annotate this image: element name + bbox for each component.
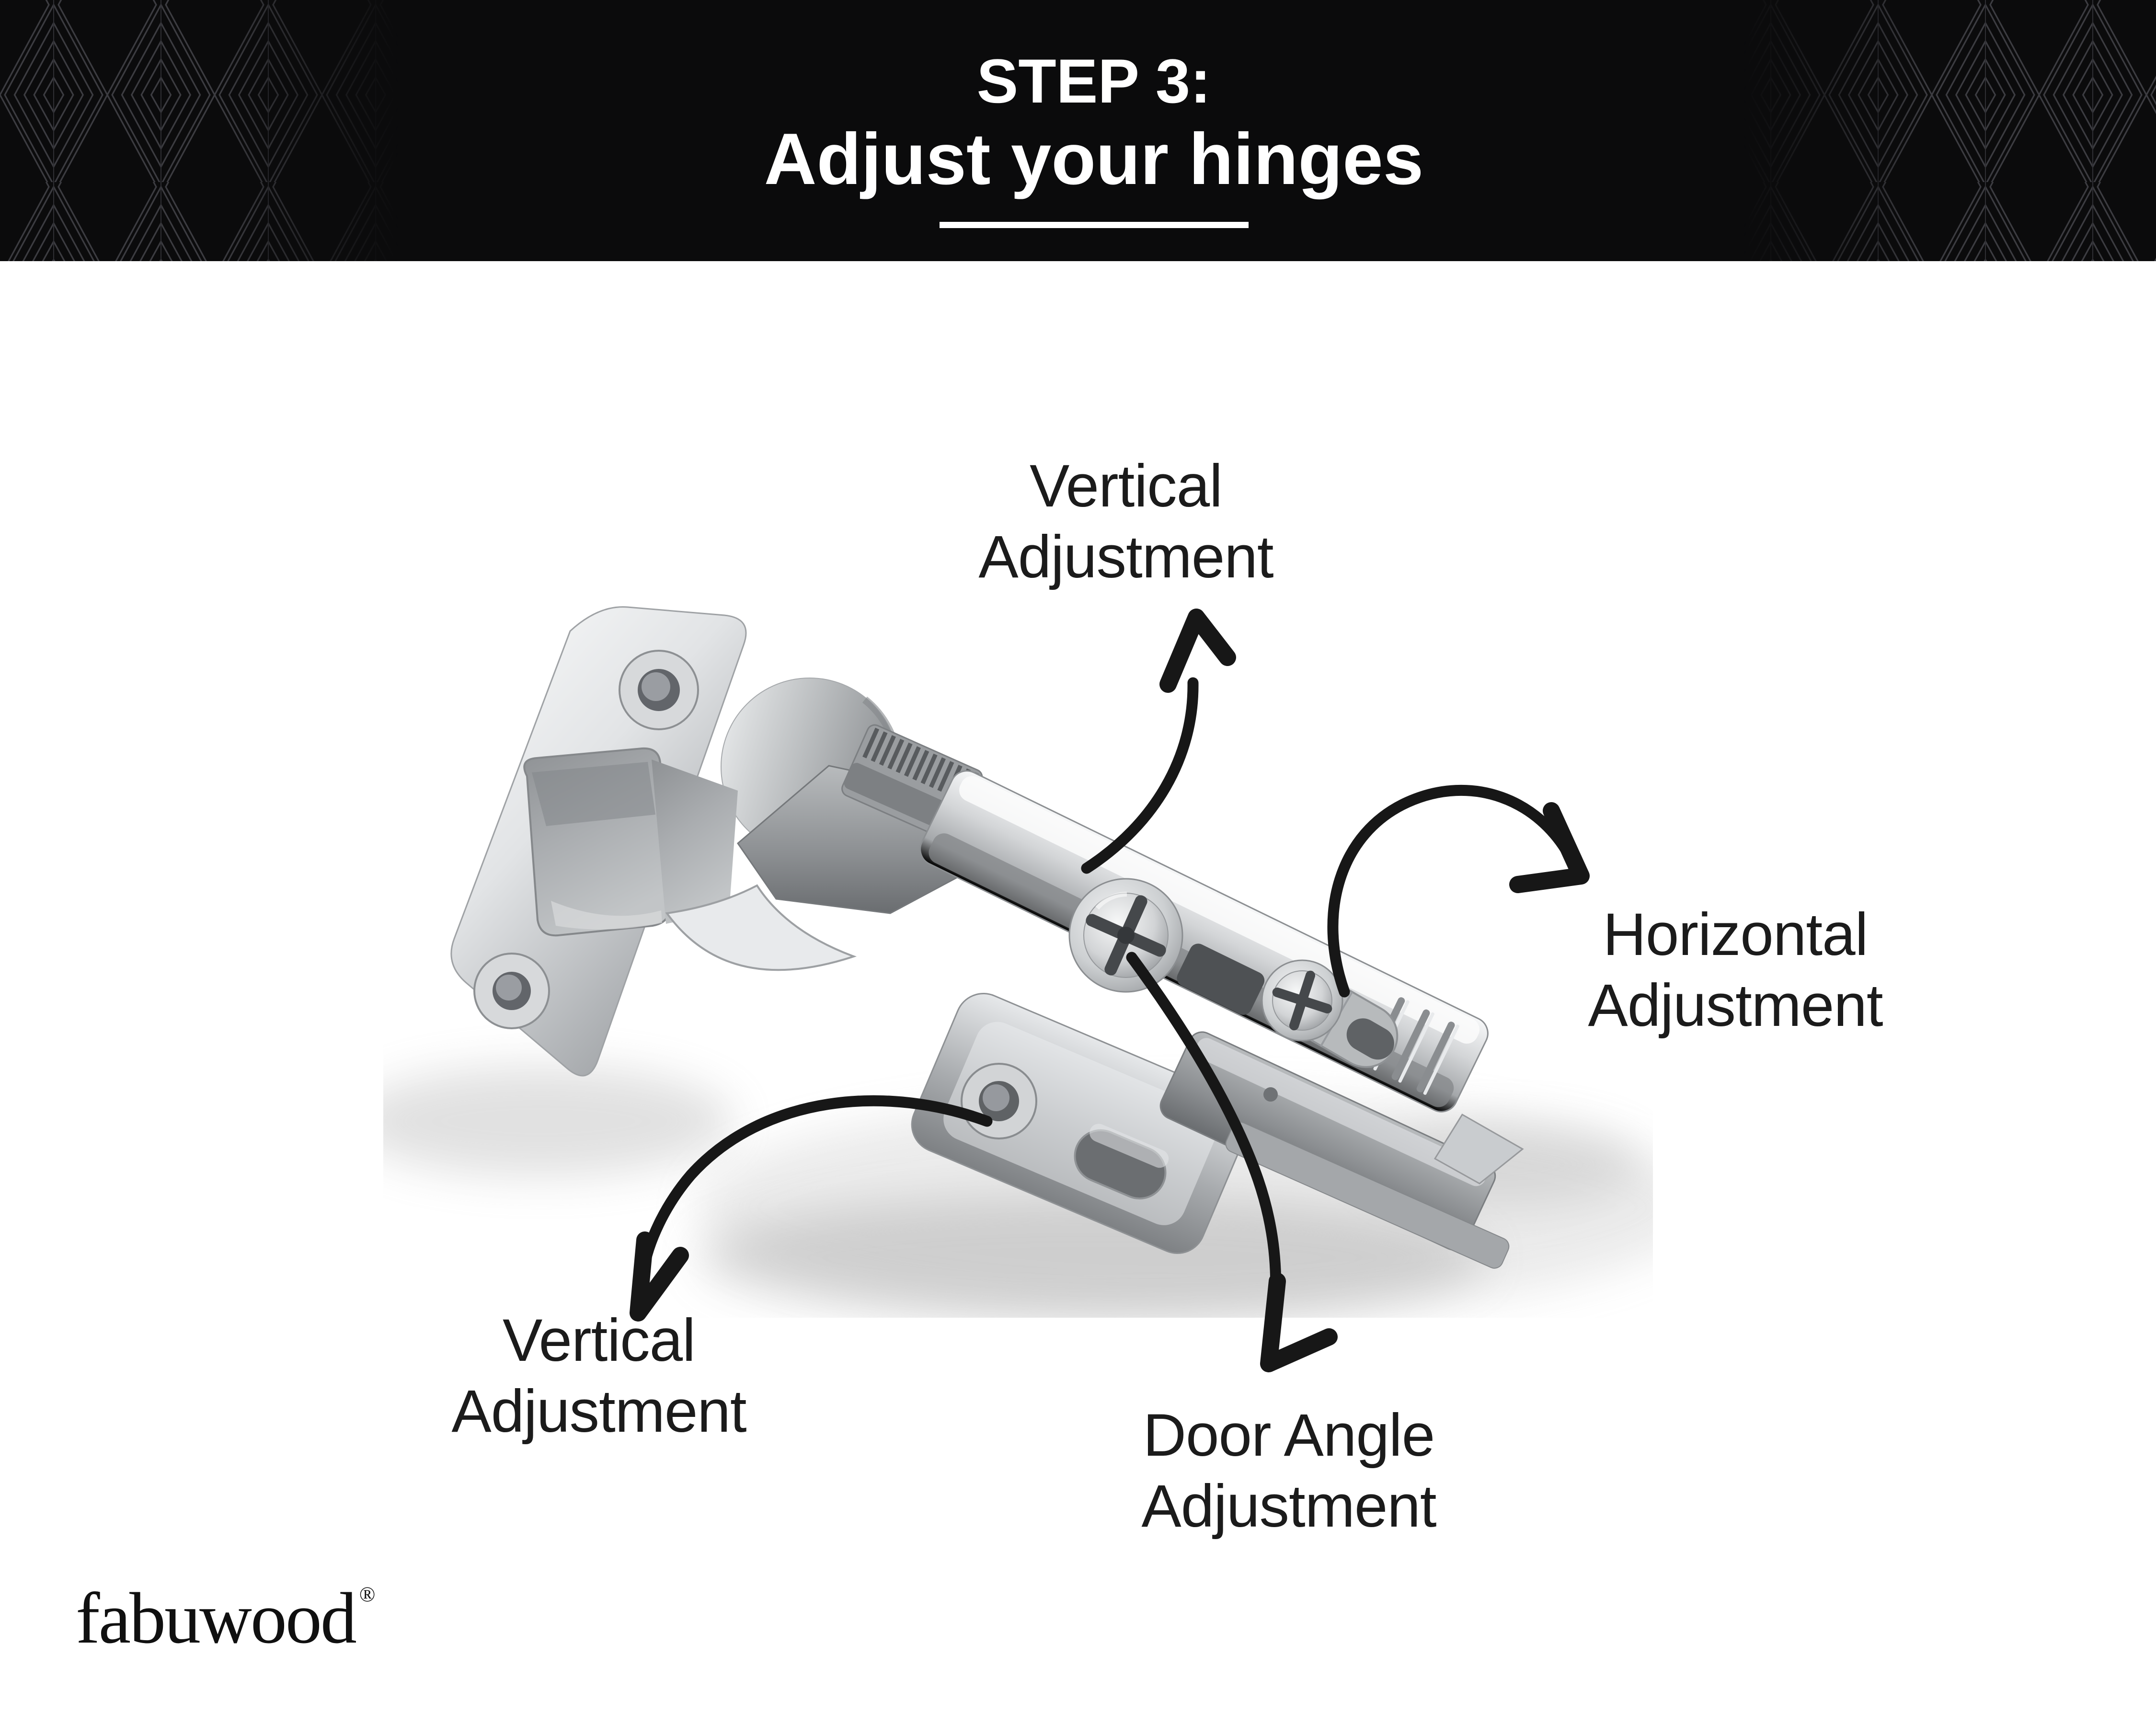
label-line: Vertical (503, 1307, 696, 1374)
label-line: Vertical (1030, 453, 1223, 519)
label-line: Adjustment (1588, 972, 1883, 1039)
registered-trademark-icon: ® (359, 1583, 376, 1606)
horizontal-adjustment-arrow (1327, 784, 1590, 998)
label-line: Horizontal (1603, 901, 1869, 968)
hinge-mounting-plate (911, 993, 1524, 1269)
title-underline (940, 222, 1249, 228)
label-vertical-adjustment-top: Vertical Adjustment (886, 451, 1365, 593)
label-line: Adjustment (1141, 1473, 1436, 1540)
label-line: Adjustment (451, 1378, 746, 1445)
hinge-photo (383, 606, 1653, 1318)
door-angle-adjustment-arrow (1126, 952, 1338, 1372)
vertical-adjustment-screw (1068, 878, 1183, 993)
fabuwood-logo: fabuwood® (76, 1578, 375, 1675)
label-horizontal-adjustment: Horizontal Adjustment (1496, 899, 1975, 1041)
vertical-adjustment-arrow-bottom (630, 1095, 993, 1322)
step-label: STEP 3: (976, 46, 1211, 116)
label-line: Door Angle (1143, 1402, 1435, 1469)
label-door-angle-adjustment: Door Angle Adjustment (1049, 1400, 1528, 1542)
header-diamond-pattern (0, 0, 2156, 261)
label-vertical-adjustment-bottom: Vertical Adjustment (359, 1305, 838, 1447)
label-line: Adjustment (978, 524, 1273, 590)
hinge-cup-plate (450, 606, 747, 1077)
brand-name: fabuwood (76, 1578, 357, 1658)
vertical-adjustment-arrow-top (1081, 609, 1236, 874)
header-band: STEP 3: Adjust your hinges (0, 0, 2156, 261)
horizontal-adjustment-screw (1261, 959, 1399, 1068)
page-title: Adjust your hinges (764, 118, 1424, 200)
